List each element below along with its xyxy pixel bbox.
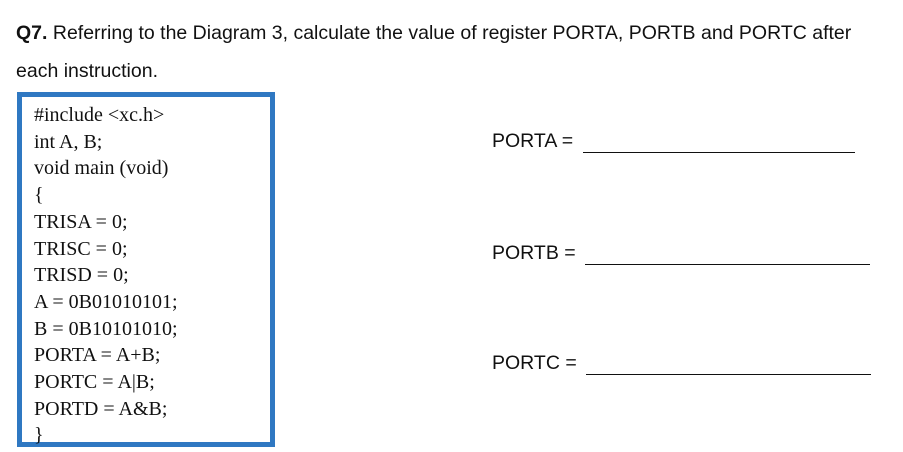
- code-line: #include <xc.h>: [34, 104, 165, 126]
- code-line: PORTD = A&B;: [34, 397, 168, 420]
- portc-answer: PORTC =: [492, 352, 872, 375]
- code-line: TRISA = 0;: [34, 210, 128, 233]
- code-line: }: [34, 424, 44, 447]
- code-line: A = 0B01010101;: [34, 290, 178, 313]
- question-body: Referring to the Diagram 3, calculate th…: [16, 22, 852, 82]
- code-line: void main (void): [34, 157, 169, 180]
- code-line: B = 0B10101010;: [34, 317, 178, 340]
- question-number: Q7.: [16, 22, 48, 44]
- code-line: {: [34, 184, 44, 207]
- porta-answer-blank[interactable]: [582, 132, 855, 153]
- code-line: PORTC = A|B;: [34, 371, 155, 394]
- portb-answer: PORTB =: [492, 242, 871, 265]
- code-diagram-box: #include <xc.h> int A, B; void main (voi…: [17, 92, 275, 447]
- code-line: TRISC = 0;: [34, 237, 128, 260]
- code-line: int A, B;: [34, 130, 103, 153]
- portb-answer-blank[interactable]: [585, 244, 871, 265]
- portb-label: PORTB =: [492, 242, 582, 264]
- porta-answer: PORTA =: [492, 130, 855, 153]
- code-line: PORTA = A+B;: [34, 344, 161, 367]
- question-text-block: Q7. Referring to the Diagram 3, calculat…: [16, 14, 896, 90]
- porta-label: PORTA =: [492, 130, 579, 152]
- portc-label: PORTC =: [492, 352, 583, 374]
- code-line: TRISD = 0;: [34, 264, 129, 287]
- portc-answer-blank[interactable]: [586, 354, 872, 375]
